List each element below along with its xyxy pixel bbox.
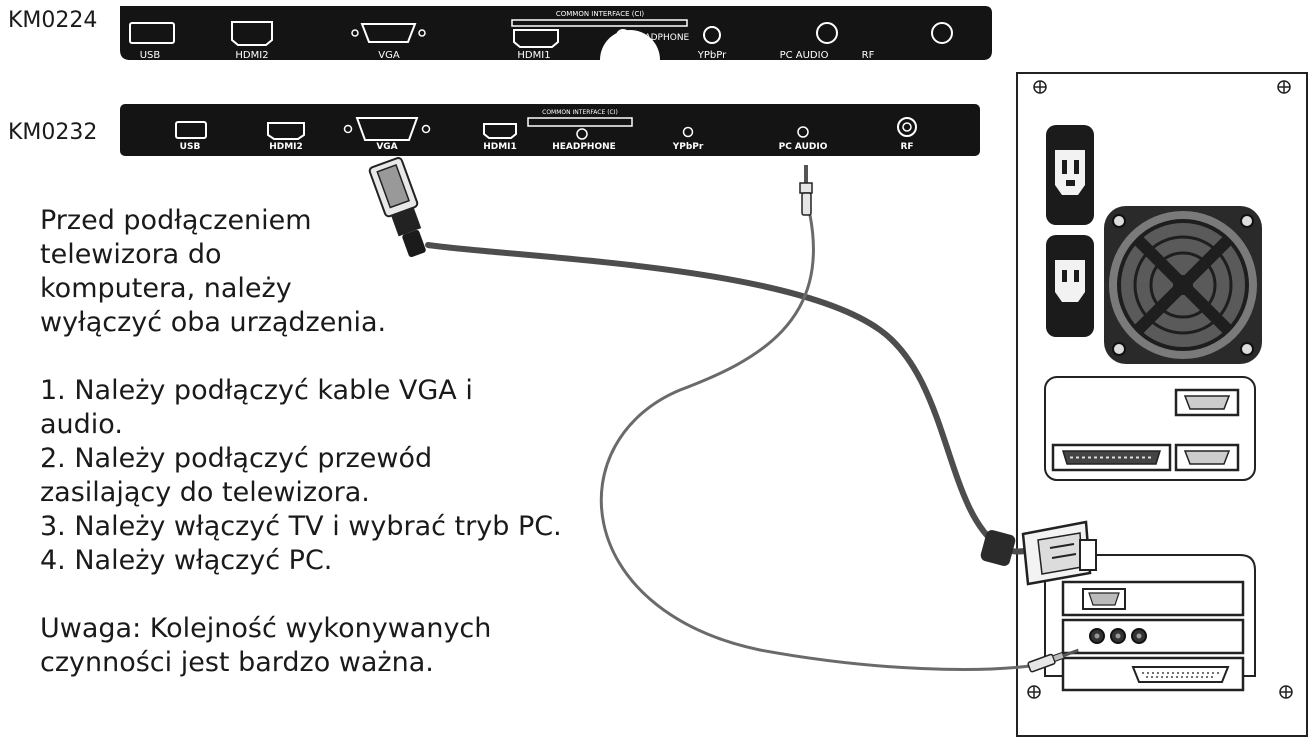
panel-2-body bbox=[120, 104, 980, 156]
note-line: Uwaga: Kolejność wykonywanych bbox=[40, 613, 492, 644]
step-line: audio. bbox=[40, 409, 123, 440]
panel-1-hdmi2-label: HDMI2 bbox=[235, 50, 268, 61]
audio-plug-icon bbox=[1027, 648, 1079, 673]
intro-line: wyłączyć oba urządzenia. bbox=[40, 307, 387, 338]
panel-2-hdmi2-port bbox=[267, 122, 305, 140]
panel-1-hdmi1-label: HDMI1 bbox=[517, 50, 550, 61]
panel-2-pc-audio-jack bbox=[797, 126, 809, 138]
expansion-slots bbox=[1044, 554, 1256, 692]
panel-1-pc-audio-label: PC AUDIO bbox=[780, 50, 829, 61]
step-line: 1. Należy podłączyć kable VGA i bbox=[40, 375, 473, 406]
tv-panel-2: COMMON INTERFACE (CI) USB HDMI2 VGA HDMI… bbox=[120, 104, 980, 156]
panel-1-headphone-label: HEADPHONE bbox=[632, 33, 690, 43]
vga-plug-icon bbox=[980, 520, 1097, 586]
panel-1-usb-port bbox=[129, 22, 175, 44]
panel-1-vga-port bbox=[360, 23, 417, 43]
panel-1-rf-jack bbox=[931, 22, 953, 44]
panel-1-ypbpr-jack bbox=[703, 26, 721, 44]
serial-port-icon bbox=[1174, 443, 1240, 472]
computer-back-panel bbox=[1016, 72, 1308, 737]
panel-2-usb-label: USB bbox=[180, 142, 201, 152]
step-line: 2. Należy podłączyć przewód bbox=[40, 443, 433, 474]
panel-2-headphone-jack bbox=[576, 128, 588, 140]
panel-1-ypbpr-label: YPbPr bbox=[697, 50, 727, 61]
fan-icon bbox=[1104, 206, 1262, 364]
panel-1-rf-label: RF bbox=[862, 50, 875, 61]
note-line: czynności jest bardzo ważna. bbox=[40, 647, 434, 678]
panel-2-hdmi1-port bbox=[483, 123, 517, 139]
panel-1-headphone-jack bbox=[616, 29, 630, 43]
panel-1-model-label: KM0224 bbox=[8, 8, 98, 33]
panel-1-hdmi2-port bbox=[231, 21, 273, 46]
panel-1-pc-audio-jack bbox=[816, 22, 838, 44]
panel-1-body bbox=[120, 6, 992, 60]
panel-1-vga-label: VGA bbox=[378, 50, 400, 61]
audio-plug-icon bbox=[799, 165, 813, 216]
intro-line: komputera, należy bbox=[40, 273, 292, 304]
panel-2-model-label: KM0232 bbox=[8, 120, 98, 145]
parallel-port-icon bbox=[1051, 443, 1172, 472]
panel-1-hdmi1-port bbox=[513, 29, 559, 48]
intro-line: Przed podłączeniem bbox=[40, 205, 312, 236]
tv-panel-1: COMMON INTERFACE (CI) HEADPHONE USB HDMI… bbox=[120, 6, 992, 61]
panel-2-headphone-label: HEADPHONE bbox=[552, 142, 616, 152]
panel-2-pc-audio-label: PC AUDIO bbox=[779, 142, 828, 152]
panel-1-ci-label: COMMON INTERFACE (CI) bbox=[556, 10, 645, 18]
intro-text: Przed podłączeniem telewizora do kompute… bbox=[40, 204, 640, 340]
panel-2-ypbpr-label: YPbPr bbox=[672, 142, 704, 152]
game-port-icon bbox=[1131, 666, 1230, 683]
vga-cable bbox=[368, 157, 1097, 586]
panel-2-usb-port bbox=[175, 121, 207, 139]
panel-2-rf-jack bbox=[897, 117, 917, 137]
panel-1-usb-label: USB bbox=[140, 50, 161, 61]
vga-port-icon bbox=[1082, 588, 1126, 610]
panel-1-ci-slot bbox=[511, 19, 688, 27]
panel-2-ci-label: COMMON INTERFACE (CI) bbox=[542, 109, 618, 116]
power-socket-icon bbox=[1046, 235, 1094, 337]
panel-2-rf-label: RF bbox=[900, 142, 913, 152]
panel-2-ypbpr-jack bbox=[682, 126, 694, 138]
step-line: 3. Należy włączyć TV i wybrać tryb PC. bbox=[40, 511, 562, 542]
steps-list: 1. Należy podłączyć kable VGA i audio. 2… bbox=[40, 374, 640, 578]
vga-plug-icon bbox=[368, 157, 426, 258]
screw-icon bbox=[1027, 80, 1293, 699]
note-text: Uwaga: Kolejność wykonywanych czynności … bbox=[40, 612, 640, 680]
audio-cable bbox=[599, 165, 1079, 673]
panel-2-vga-label: VGA bbox=[376, 142, 397, 152]
step-line: zasilający do telewizora. bbox=[40, 477, 370, 508]
panel-2-hdmi2-label: HDMI2 bbox=[269, 142, 303, 152]
panel-2-ci-slot bbox=[527, 117, 633, 127]
step-line: 4. Należy włączyć PC. bbox=[40, 545, 333, 576]
io-panel bbox=[1044, 376, 1256, 481]
panel-2-vga-port bbox=[355, 117, 419, 141]
serial-port-icon bbox=[1174, 388, 1240, 417]
instructions-block: Przed podłączeniem telewizora do kompute… bbox=[40, 204, 640, 680]
power-socket-icon bbox=[1046, 125, 1094, 225]
intro-line: telewizora do bbox=[40, 239, 222, 270]
panel-2-hdmi1-label: HDMI1 bbox=[483, 142, 517, 152]
